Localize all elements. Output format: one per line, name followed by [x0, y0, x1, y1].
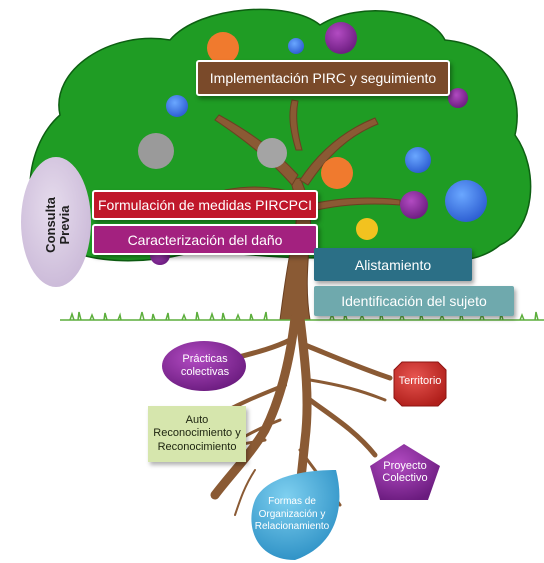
fruit-yellow [356, 218, 378, 240]
practicas-label: Prácticas colectivas [180, 353, 230, 378]
consulta-previa-label: Consulta Previa [42, 197, 72, 253]
auto-reconocimiento-label: Auto Reconocimiento y Reconocimiento [153, 414, 241, 453]
fruit-gray [138, 133, 174, 169]
formulacion-label: Formulación de medidas PIRCPCI [98, 197, 312, 213]
fruit-purple [400, 191, 428, 219]
identificacion-label: Identificación del sujeto [341, 293, 487, 309]
caracterizacion-box: Caracterización del daño [92, 224, 318, 255]
consulta-previa-shape [21, 157, 91, 287]
fruit-orange [321, 157, 353, 189]
territorio-label: Territorio [398, 375, 442, 387]
fruit-blue [445, 180, 487, 222]
formulacion-box: Formulación de medidas PIRCPCI [92, 190, 318, 220]
proyecto-shape [370, 444, 440, 500]
alistamiento-label: Alistamiento [354, 256, 432, 273]
fruit-blue [166, 95, 188, 117]
fruit-purple [448, 88, 468, 108]
fruit-orange [207, 32, 239, 64]
proyecto-label: Proyecto Colectivo [382, 459, 428, 484]
implementacion-label: Implementación PIRC y seguimiento [209, 70, 437, 86]
fruit-blue [288, 38, 304, 54]
fruit-gray [257, 138, 287, 168]
fruit-purple [325, 22, 357, 54]
territorio-shape [393, 361, 447, 407]
auto-reconocimiento-box: Auto Reconocimiento y Reconocimiento [148, 406, 246, 462]
caracterizacion-label: Caracterización del daño [127, 231, 283, 248]
fruit-blue [405, 147, 431, 173]
alistamiento-box: Alistamiento [314, 248, 472, 281]
tree-fruits [138, 22, 487, 265]
formas-label: Formas de Organización y Relacionamiento [254, 496, 330, 533]
implementacion-pirc-box: Implementación PIRC y seguimiento [196, 60, 450, 96]
practicas-shape [162, 341, 246, 391]
formas-shape [251, 470, 340, 560]
identificacion-box: Identificación del sujeto [314, 286, 514, 316]
